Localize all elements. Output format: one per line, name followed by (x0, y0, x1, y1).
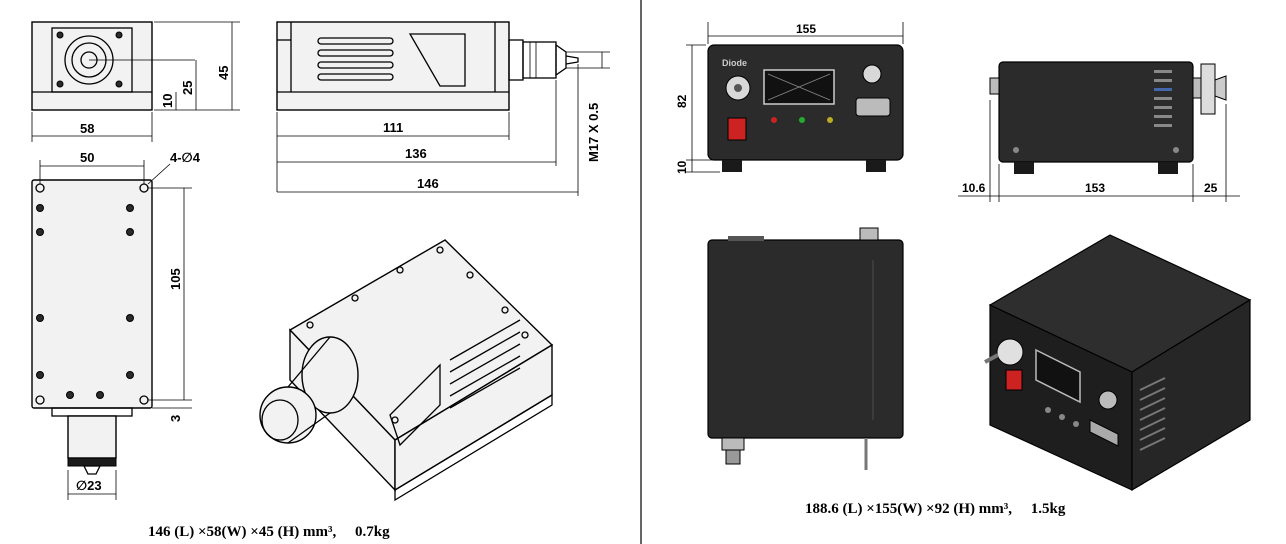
dim-front-base: 10 (160, 94, 175, 108)
power-supply-side-view (958, 61, 1240, 202)
dim-ps-front-width: 155 (796, 22, 816, 36)
dim-front-height: 45 (216, 66, 231, 80)
dim-ps-side-right: 25 (1204, 181, 1218, 195)
dim-thread: M17 X 0.5 (586, 103, 601, 162)
dim-front-width: 58 (80, 121, 94, 136)
dim-side-146: 146 (417, 176, 439, 191)
dim-ps-side-left: 10.6 (962, 181, 986, 195)
dim-ps-side-length: 153 (1085, 181, 1105, 195)
dim-top-offset: 3 (168, 415, 183, 422)
dim-front-center: 25 (180, 81, 195, 95)
power-supply-top-view (707, 227, 904, 470)
laser-head-iso-view (259, 239, 554, 502)
laser-head-side-view (276, 21, 610, 196)
dim-ps-front-feet: 10 (675, 160, 689, 174)
dim-hole-spec: 4-∅4 (170, 150, 201, 165)
dim-top-length: 105 (168, 268, 183, 290)
laser-head-caption: 146 (L) ×58(W) ×45 (H) mm³, 0.7kg (148, 524, 390, 540)
dim-nozzle-dia: ∅23 (76, 478, 102, 493)
laser-head-front-view (31, 21, 240, 142)
dim-top-width: 50 (80, 150, 94, 165)
dim-side-111: 111 (383, 120, 403, 135)
power-supply-caption: 188.6 (L) ×155(W) ×92 (H) mm³, 1.5kg (805, 501, 1066, 517)
laser-head-top-view (31, 160, 192, 500)
svg-text:Diode: Diode (722, 58, 747, 68)
dim-ps-front-height: 82 (675, 94, 689, 108)
dim-side-136: 136 (405, 146, 427, 161)
power-supply-iso-view (984, 234, 1252, 492)
power-supply-front-view: Diode (686, 22, 904, 173)
